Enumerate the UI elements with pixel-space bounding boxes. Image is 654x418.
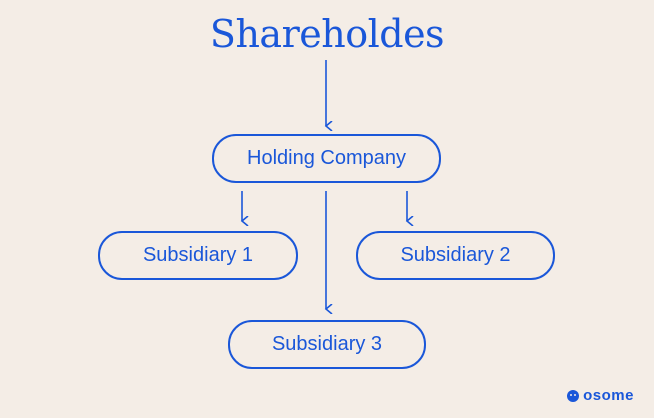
node-label: Subsidiary 3 xyxy=(271,333,383,355)
node-holding-company: Holding Company xyxy=(212,134,441,183)
diagram-title: Shareholdes xyxy=(209,12,445,56)
node-label: Subsidiary 2 xyxy=(400,244,511,266)
brand-logo-text: osome xyxy=(583,387,634,404)
brand-logo: osome xyxy=(567,387,634,404)
node-label: Subsidiary 1 xyxy=(142,244,254,266)
node-subsidiary-1: Subsidiary 1 xyxy=(98,231,298,280)
face-logo-icon xyxy=(567,389,580,402)
node-subsidiary-2: Subsidiary 2 xyxy=(356,231,555,280)
node-subsidiary-3: Subsidiary 3 xyxy=(228,320,426,369)
node-label: Holding Company xyxy=(247,147,406,169)
